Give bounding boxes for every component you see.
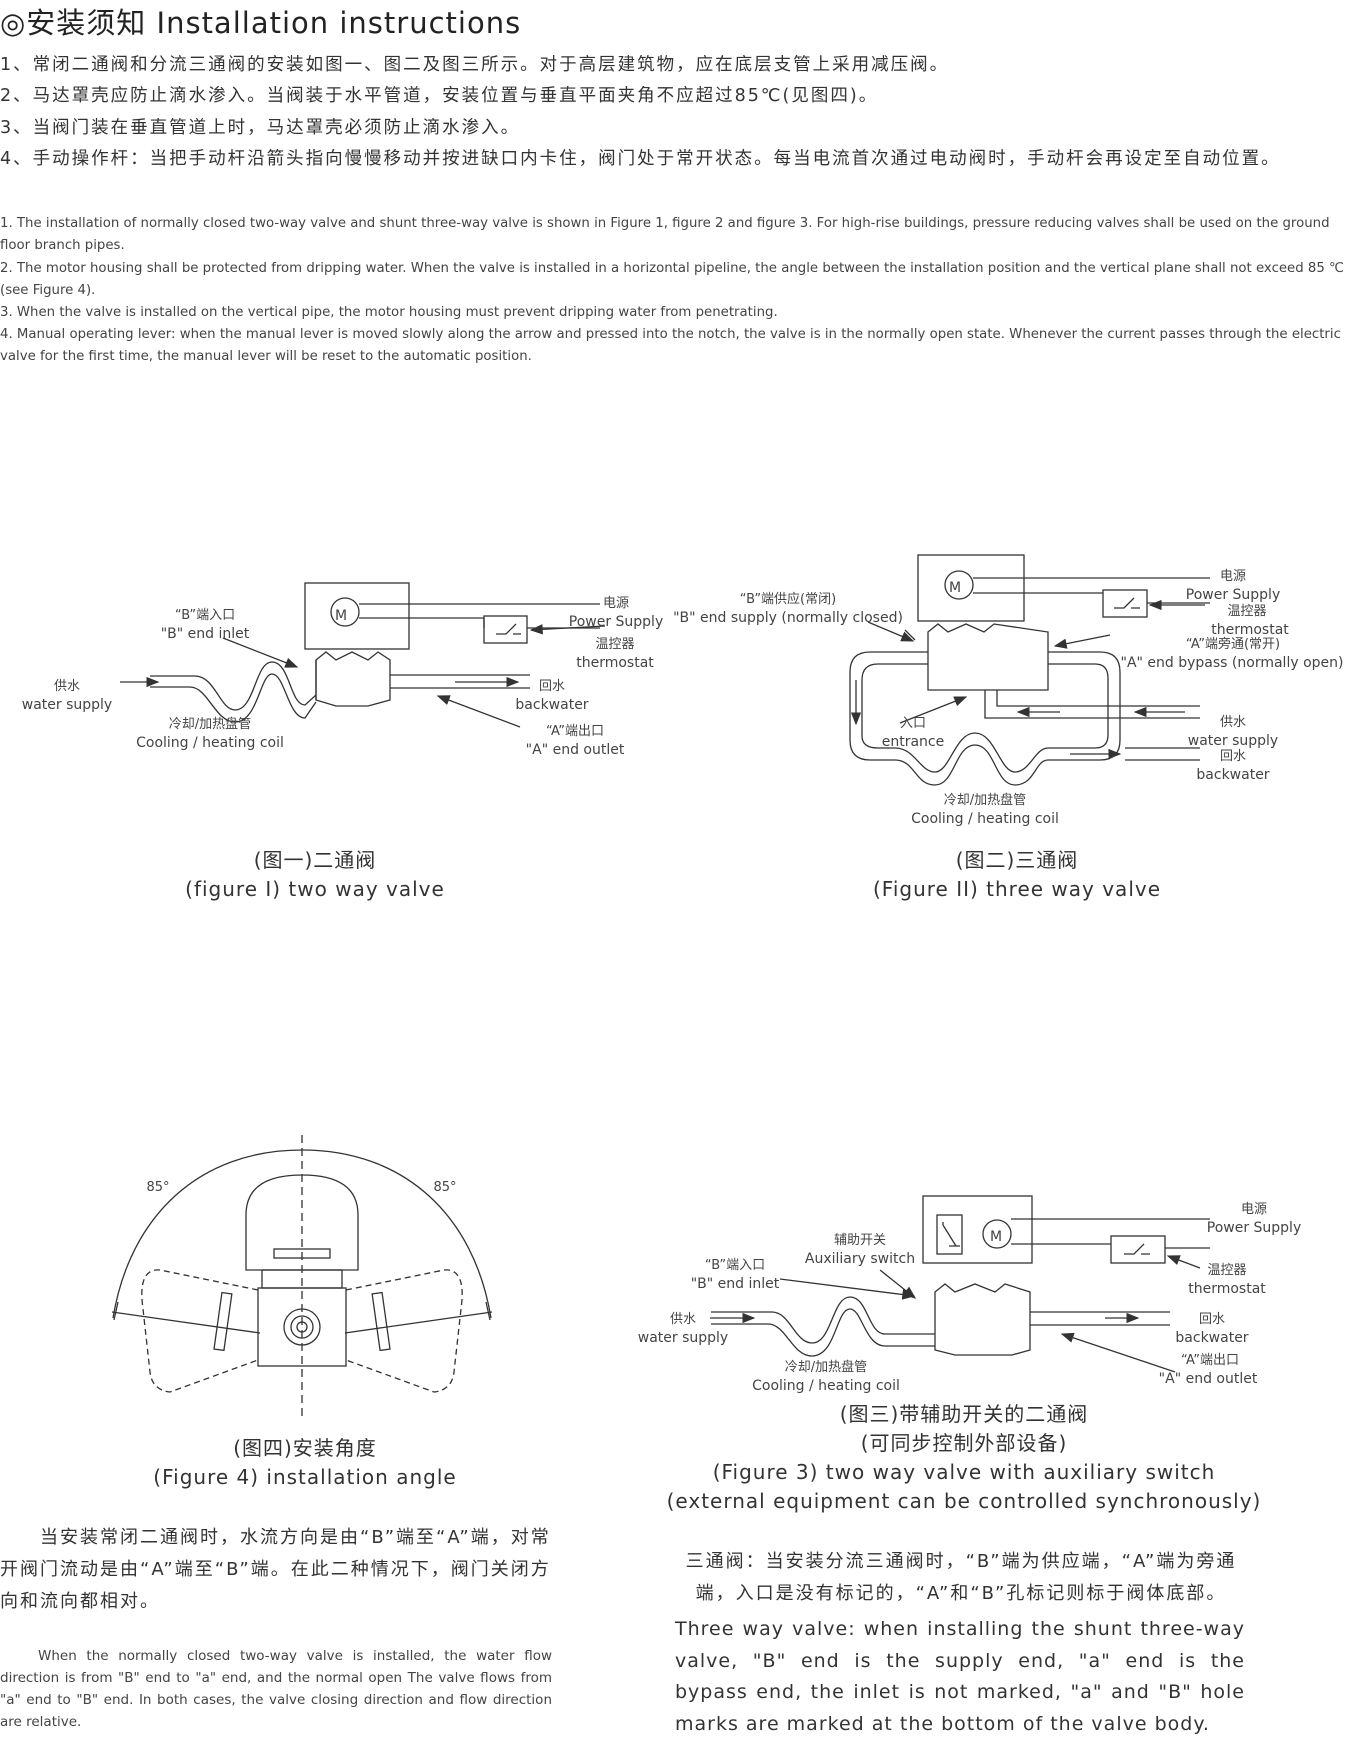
- fig1-back-en: backwater: [515, 697, 588, 713]
- fig1-thermo-en: thermostat: [576, 655, 654, 671]
- fig1-thermo-zh: 温控器: [595, 637, 634, 652]
- page-title: ◎安装须知 Installation instructions: [0, 6, 522, 40]
- fig2-entrance-zh: 入口: [900, 716, 926, 731]
- fig3-power-en: Power Supply: [1207, 1220, 1302, 1236]
- fig3-back-zh: 回水: [1199, 1312, 1225, 1327]
- instruction-en-3: 3. When the valve is installed on the ve…: [0, 305, 778, 320]
- instruction-en-2: 2. The motor housing shall be protected …: [0, 261, 1344, 299]
- fig1-coil-zh: 冷却/加热盘管: [169, 716, 251, 732]
- fig2-thermostat-box: [1102, 589, 1148, 618]
- fig4-angle-arc: [112, 1149, 492, 1319]
- instruction-en-4: 4. Manual operating lever: when the manu…: [0, 327, 1341, 365]
- fig1-supply-zh: 供水: [54, 679, 80, 694]
- fig4-caption-zh: (图四)安装角度: [233, 1436, 377, 1460]
- fig3-thermo-en: thermostat: [1188, 1281, 1266, 1297]
- fig3-b-inlet-zh: “B”端入口: [705, 1258, 765, 1273]
- fig3-caption-en2: (external equipment can be controlled sy…: [666, 1489, 1262, 1513]
- fig4-caption-en: (Figure 4) installation angle: [153, 1465, 457, 1489]
- note-right-zh: 三通阀：当安装分流三通阀时，“B”端为供应端，“A”端为旁通端，入口是没有标记的…: [685, 1551, 1237, 1604]
- fig3-back-en: backwater: [1175, 1330, 1248, 1346]
- fig4-angle-right: 85°: [433, 1180, 456, 1195]
- fig1-power-en: Power Supply: [569, 614, 664, 630]
- fig1-coil-en: Cooling / heating coil: [136, 735, 284, 751]
- fig4-caption: (图四)安装角度 (Figure 4) installation angle: [105, 1434, 505, 1492]
- figure-4-installation-angle: [111, 1135, 493, 1420]
- fig3-supply-en: water supply: [638, 1330, 728, 1346]
- fig3-thermo-zh: 温控器: [1207, 1263, 1246, 1278]
- fig2-supply-zh: 供水: [1220, 715, 1246, 730]
- fig1-a-outlet-zh: “A”端出口: [546, 724, 604, 739]
- fig3-motor-icon: [982, 1219, 1012, 1249]
- fig2-entrance-en: entrance: [882, 734, 945, 750]
- fig3-a-outlet-en: "A" end outlet: [1159, 1371, 1258, 1387]
- figure-3-valve-aux-switch: [710, 1195, 1210, 1373]
- instruction-zh-4: 4、手动操作杆：当把手动杆沿箭头指向慢慢移动并按进缺口内卡住，阀门处于常开状态。…: [0, 149, 1281, 169]
- fig1-thermostat-box: [483, 615, 528, 644]
- fig3-aux-en: Auxiliary switch: [805, 1251, 915, 1267]
- fig3-coil-zh: 冷却/加热盘管: [785, 1359, 867, 1375]
- fig3-motor-housing: [922, 1195, 1033, 1264]
- fig2-b-supply-en: "B" end supply (normally closed): [673, 610, 903, 626]
- fig3-b-inlet-en: "B" end inlet: [691, 1276, 780, 1292]
- fig1-back-zh: 回水: [539, 679, 565, 694]
- fig3-caption: (图三)带辅助开关的二通阀 (可同步控制外部设备) (Figure 3) two…: [664, 1400, 1264, 1516]
- figure-1-labels: M 电源 Power Supply 温控器 thermostat “B”端入口 …: [22, 596, 663, 758]
- fig2-b-supply-zh: “B”端供应(常闭): [740, 591, 836, 607]
- fig2-motor-housing: [917, 554, 1025, 622]
- fig3-caption-en1: (Figure 3) two way valve with auxiliary …: [712, 1460, 1216, 1484]
- fig2-caption-en: (Figure II) three way valve: [872, 877, 1162, 901]
- fig2-supply-en: water supply: [1188, 733, 1278, 749]
- fig3-power-zh: 电源: [1241, 1202, 1267, 1217]
- fig3-aux-zh: 辅助开关: [834, 1233, 886, 1248]
- fig3-motor-label: M: [990, 1229, 1002, 1245]
- note-left-zh: 当安装常闭二通阀时，水流方向是由“B”端至“A”端，对常开阀门流动是由“A”端至…: [0, 1527, 551, 1612]
- instruction-zh-2: 2、马达罩壳应防止滴水渗入。当阀装于水平管道，安装位置与垂直平面夹角不应超过85…: [0, 86, 879, 106]
- fig2-thermo-zh: 温控器: [1227, 604, 1266, 619]
- instruction-zh-1: 1、常闭二通阀和分流三通阀的安装如图一、图二及图三所示。对于高层建筑物，应在底层…: [0, 55, 950, 75]
- fig1-power-zh: 电源: [603, 596, 629, 611]
- fig3-caption-zh2: (可同步控制外部设备): [860, 1431, 1068, 1455]
- fig1-caption-zh: (图一)二通阀: [253, 848, 377, 872]
- fig4-motor-cap: [245, 1174, 359, 1271]
- fig2-a-bypass-zh: “A”端旁通(常开): [1186, 636, 1280, 652]
- fig2-a-bypass-en: "A" end bypass (normally open): [1121, 655, 1344, 671]
- fig3-coil-en: Cooling / heating coil: [752, 1378, 900, 1394]
- fig3-thermostat-box: [1110, 1235, 1166, 1264]
- figure-2-labels: M “B”端供应(常闭) "B" end supply (normally cl…: [673, 569, 1343, 827]
- fig2-back-en: backwater: [1196, 767, 1269, 783]
- figure-1-two-way-valve: [120, 582, 606, 728]
- note-left-en: When the normally closed two-way valve i…: [0, 1648, 552, 1730]
- fig3-supply-zh: 供水: [670, 1312, 696, 1327]
- fig2-back-zh: 回水: [1220, 749, 1246, 764]
- fig2-power-zh: 电源: [1220, 569, 1246, 584]
- fig1-motor-label: M: [335, 608, 347, 624]
- fig1-b-inlet-zh: “B”端入口: [175, 608, 235, 623]
- fig2-caption-zh: (图二)三通阀: [955, 848, 1079, 872]
- fig2-thermo-en: thermostat: [1211, 622, 1289, 638]
- figure-3-labels: M 辅助开关 Auxiliary switch “B”端入口 "B" end i…: [638, 1202, 1301, 1394]
- fig2-power-en: Power Supply: [1186, 587, 1281, 603]
- fig2-motor-icon: [944, 570, 974, 600]
- fig2-coil-en: Cooling / heating coil: [911, 811, 1059, 827]
- fig1-motor-housing: [304, 582, 410, 650]
- fig1-supply-en: water supply: [22, 697, 112, 713]
- fig2-caption: (图二)三通阀 (Figure II) three way valve: [817, 846, 1217, 904]
- fig1-a-outlet-en: "A" end outlet: [526, 742, 625, 758]
- fig1-b-inlet-en: "B" end inlet: [161, 626, 250, 642]
- fig3-caption-zh1: (图三)带辅助开关的二通阀: [839, 1402, 1089, 1426]
- instruction-en-1: 1. The installation of normally closed t…: [0, 216, 1330, 254]
- figure-2-three-way-valve: [849, 554, 1210, 786]
- fig3-aux-switch-box: [936, 1214, 963, 1255]
- fig3-a-outlet-zh: “A”端出口: [1181, 1353, 1239, 1368]
- fig4-angle-left: 85°: [146, 1180, 169, 1195]
- fig2-coil-zh: 冷却/加热盘管: [944, 792, 1026, 808]
- fig2-motor-label: M: [949, 580, 961, 596]
- note-right-en: Three way valve: when installing the shu…: [675, 1618, 1245, 1735]
- fig1-caption-en: (figure I) two way valve: [185, 877, 445, 901]
- fig1-motor-icon: [330, 597, 360, 627]
- fig1-caption: (图一)二通阀 (figure I) two way valve: [115, 846, 515, 904]
- instruction-zh-3: 3、当阀门装在垂直管道上时，马达罩壳必须防止滴水渗入。: [0, 118, 521, 138]
